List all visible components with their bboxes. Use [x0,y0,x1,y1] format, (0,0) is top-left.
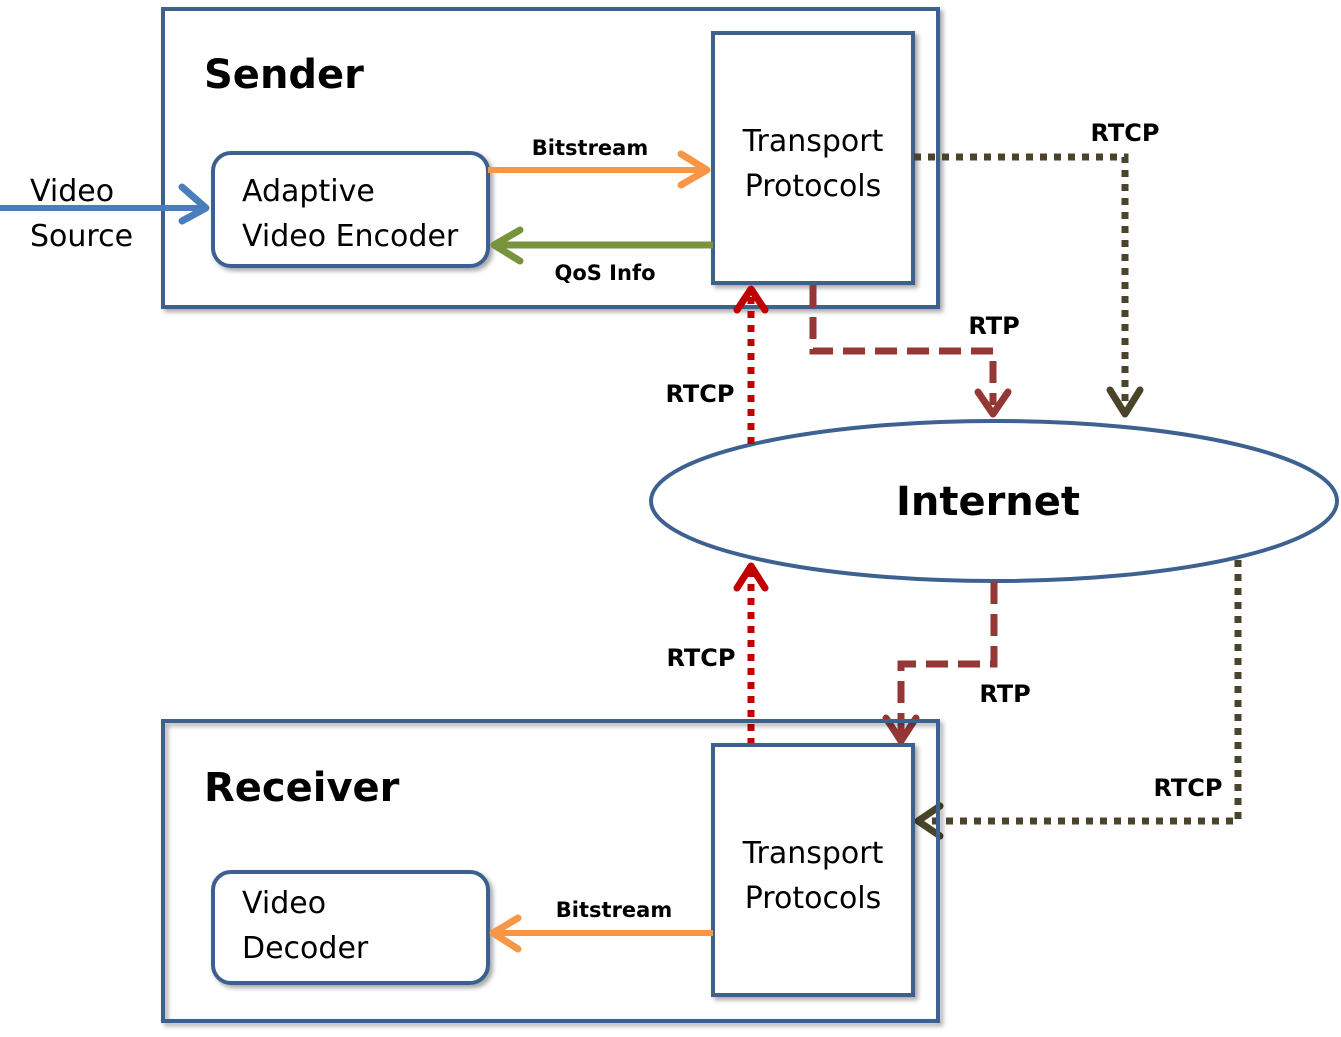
rtcp-sender-out-label: RTCP [1091,119,1160,147]
receiver-bitstream-label: Bitstream [556,898,672,922]
receiver-box [161,719,940,1023]
receiver-bitstream-arrow [489,914,713,953]
decoder-box [211,870,490,985]
receiver-transport-line1: Transport [742,836,884,871]
sender-bitstream-label: Bitstream [532,136,648,160]
rtp-internet-to-receiver-arrow [882,582,998,745]
rtp-sender-out-label: RTP [968,312,1019,340]
video-source-line1: Video [30,174,114,209]
sender-title: Sender [204,52,364,98]
sender-transport-box [711,31,915,285]
rtp-sender-to-internet-arrow [809,285,1012,418]
rtcp-to-receiver-label: RTCP [1154,774,1223,802]
encoder-label-line1: Adaptive [242,174,375,209]
rtcp-receiver-to-internet-arrow [733,562,769,745]
rtp-to-receiver-label: RTP [979,680,1030,708]
sender-bitstream-arrow [488,150,711,189]
rtcp-from-receiver-label: RTCP [667,644,736,672]
decoder-label-line2: Decoder [242,931,369,966]
rtcp-into-sender-label: RTCP [666,380,735,408]
encoder-box [211,151,490,268]
video-source-arrow [0,183,210,225]
sender-transport-line1: Transport [742,124,884,159]
receiver-transport-box [711,743,915,997]
receiver-transport-line2: Protocols [745,881,882,916]
video-source-line2: Source [30,219,133,254]
sender-transport-line2: Protocols [745,169,882,204]
qos-info-label: QoS Info [554,261,655,285]
qos-info-arrow [490,226,713,265]
internet-cloud [649,419,1339,583]
rtcp-internet-to-sender-arrow [733,285,769,444]
encoder-label-line2: Video Encoder [242,219,459,254]
decoder-label-line1: Video [242,886,326,921]
internet-label: Internet [896,479,1080,525]
rtcp-internet-to-receiver-arrow [914,560,1242,840]
receiver-title: Receiver [204,765,400,811]
rtcp-sender-to-internet-arrow [914,153,1144,418]
